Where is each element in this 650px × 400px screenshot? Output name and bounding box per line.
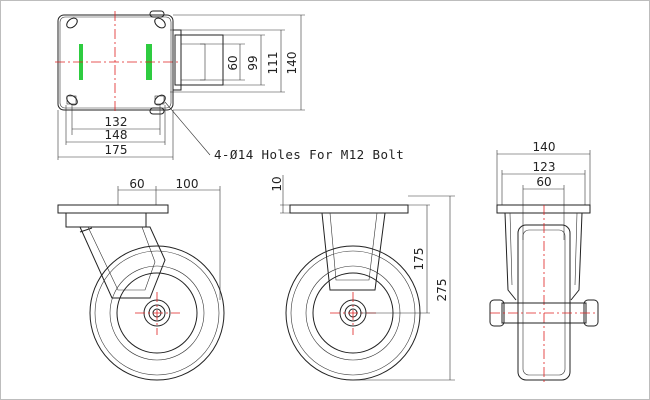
- top-view: 60 99 111 140 132 148 175 4-Ø14 Holes Fo…: [55, 10, 404, 162]
- dim-total-height: 275: [435, 279, 449, 302]
- bolt-holes: [66, 17, 166, 106]
- top-plate: [57, 204, 169, 214]
- dim-plate: 10: [270, 176, 284, 191]
- dim-width-outer: 148: [105, 128, 128, 142]
- top-plate: [496, 204, 591, 214]
- dim-offset: 60: [129, 177, 144, 191]
- end-view: 140 123 60: [489, 140, 599, 385]
- dim-height: 175: [412, 248, 426, 271]
- wheel: [89, 245, 225, 381]
- dim-h1: 60: [226, 55, 240, 70]
- dim-width-inner: 132: [105, 115, 128, 129]
- dim-width-total: 175: [105, 143, 128, 157]
- dim-w-mid: 123: [533, 160, 556, 174]
- bolt-hole-note: 4-Ø14 Holes For M12 Bolt: [214, 147, 404, 162]
- side-view: 60 100: [57, 177, 225, 381]
- top-plate: [289, 204, 409, 214]
- dim-h4: 140: [285, 52, 299, 75]
- fork: [79, 226, 166, 299]
- dim-w-outer: 140: [533, 140, 556, 154]
- dim-radius: 100: [176, 177, 199, 191]
- front-view: 10 175 275: [270, 175, 455, 381]
- dim-h2: 99: [246, 55, 260, 70]
- dim-h3: 111: [266, 52, 280, 75]
- dim-w-inner: 60: [536, 175, 551, 189]
